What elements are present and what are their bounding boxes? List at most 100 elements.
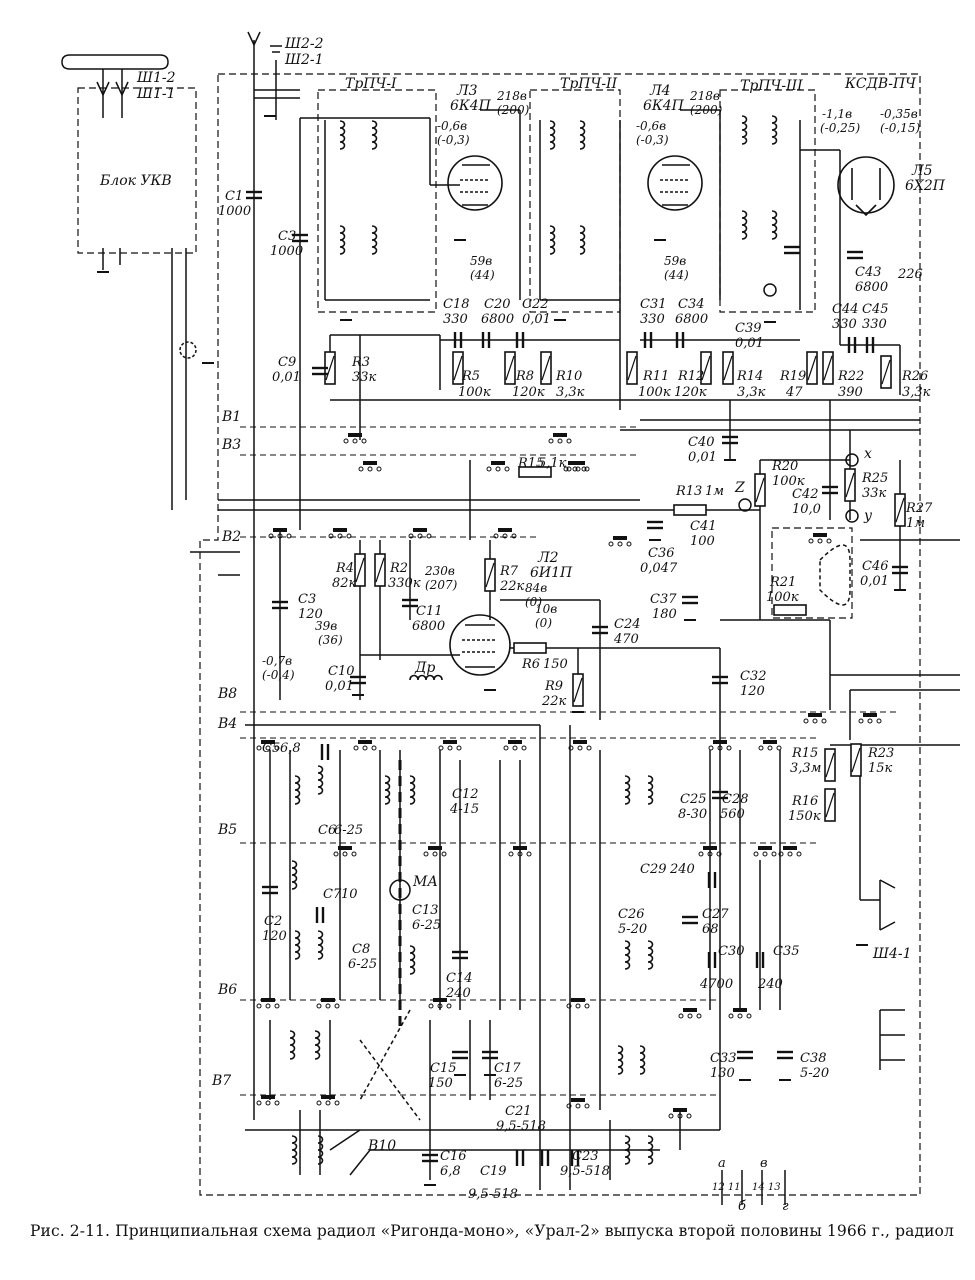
r2-ref: R2 <box>389 561 408 576</box>
switch-v10-label: В10 <box>367 1138 396 1154</box>
c45-ref: C45 <box>862 302 889 317</box>
c2-ref: C2 <box>264 914 282 929</box>
c25-ref: C25 <box>680 792 707 807</box>
meter-label: МА <box>412 874 438 890</box>
r7-value: 22к <box>499 579 525 594</box>
tube-l4 <box>647 155 703 211</box>
c32-value: 120 <box>740 684 765 699</box>
text-labels: Блок УКВ КСДВ-ПЧ ТрПЧ-I ТрПЧ-II ТрПЧ-III… <box>99 36 946 1214</box>
r19-ref: R19 <box>779 369 806 384</box>
tube-l5-grid-alt: (-0,25) <box>820 121 860 135</box>
r11-ref: R11 <box>642 369 669 384</box>
r15a-ref: R15 <box>517 456 544 471</box>
tube-l3-cathode-alt: (44) <box>470 268 495 282</box>
r26-value: 3,3к <box>902 385 931 400</box>
c44-ref: C44 <box>832 302 859 317</box>
tube-l5-ref: Л5 <box>911 163 933 179</box>
tube-l4-anode: 218в <box>689 89 720 103</box>
tube-l4-anode-alt: (200) <box>690 103 723 117</box>
block-ukv-label: Блок УКВ <box>99 173 172 189</box>
c20-value: 6800 <box>481 312 514 327</box>
block-trpch3-label: ТрПЧ-III <box>740 78 803 94</box>
c37-ref: C37 <box>650 592 677 607</box>
r14-ref: R14 <box>736 369 763 384</box>
r9-ref: R9 <box>544 679 563 694</box>
c42-ref: C42 <box>792 487 819 502</box>
r9-value: 22к <box>541 694 567 709</box>
c28-ref: C28 <box>722 792 749 807</box>
tube-l4-type: 6К4П <box>643 98 685 114</box>
r7-ref: R7 <box>499 564 519 579</box>
r6-ref: R6 <box>521 657 540 672</box>
r20-value: 100к <box>772 474 805 489</box>
c23-value: 9,5-518 <box>560 1164 610 1179</box>
schematic-diagram: Блок УКВ КСДВ-ПЧ ТрПЧ-I ТрПЧ-II ТрПЧ-III… <box>61 31 960 1214</box>
c24-value: 470 <box>613 632 639 647</box>
c33-ref: C33 <box>710 1051 737 1066</box>
tube-l2-type: 6И1П <box>530 565 573 581</box>
node-z-label: Z <box>734 480 745 496</box>
c25-value: 8-30 <box>678 807 707 822</box>
r15b-value: 3,3м <box>790 761 821 776</box>
c34-ref: C34 <box>678 297 705 312</box>
c35-value: 240 <box>757 977 783 992</box>
c38-ref: C38 <box>800 1051 827 1066</box>
c27-ref: C27 <box>702 907 729 922</box>
c22-value: 0,01 <box>522 312 551 327</box>
r12-ref: R12 <box>677 369 704 384</box>
legend-v-pins: 14 13 <box>752 1182 781 1193</box>
legend-v-letter: в <box>760 1156 768 1171</box>
c39-value: 0,01 <box>735 336 764 351</box>
r23-value: 15к <box>868 761 893 776</box>
c16-value: 6,8 <box>440 1164 461 1179</box>
tube-l3-ref: Л3 <box>456 83 478 99</box>
connector-sh4-1: Ш4-1 <box>872 946 912 962</box>
switch-dash-lines <box>240 426 900 1096</box>
antenna-symbols <box>96 31 896 1176</box>
connector-sh2-1: Ш2-1 <box>284 52 324 68</box>
c46-value: 0,01 <box>860 574 889 589</box>
c1-value: 1000 <box>218 204 251 219</box>
c7-value: 10 <box>341 887 358 902</box>
coils <box>289 115 778 1165</box>
c24-ref: C24 <box>614 617 641 632</box>
connector-sh2-2: Ш2-2 <box>284 36 324 52</box>
r13-value: 1м <box>705 484 724 499</box>
c8-value: 6-25 <box>348 957 377 972</box>
tube-l4-grid: -0,6в <box>636 119 666 133</box>
switch-v3-label: В3 <box>221 437 241 453</box>
c42-value: 10,0 <box>792 502 821 517</box>
c20-ref: C20 <box>484 297 511 312</box>
c13-value: 6-25 <box>412 918 441 933</box>
r2-value: 330к <box>388 576 421 591</box>
c11-value: 6800 <box>412 619 445 634</box>
c43-ref: C43 <box>855 265 882 280</box>
switch-v8-label: В8 <box>217 686 237 702</box>
c21-ref: C21 <box>505 1104 532 1119</box>
c36-ref: C36 <box>648 546 675 561</box>
c32-ref: C32 <box>740 669 767 684</box>
tube-l2-screen-alt: (0) <box>525 595 542 609</box>
c35-ref: C35 <box>773 944 800 959</box>
tube-l2-bias: -0,7в <box>262 654 292 668</box>
switch-v2-label: В2 <box>221 529 241 545</box>
c40-value: 0,01 <box>688 450 717 465</box>
r15a-value: 5,1к <box>538 456 567 471</box>
r19-value: 47 <box>785 385 803 400</box>
r20-ref: R20 <box>771 459 798 474</box>
c17-ref: C17 <box>494 1061 521 1076</box>
c1-ref: C1 <box>225 189 243 204</box>
c10-value: 0,01 <box>325 679 354 694</box>
legend-g-letter: г <box>782 1199 789 1214</box>
c29-value: 240 <box>669 862 695 877</box>
c22-ref: C22 <box>522 297 549 312</box>
r4-ref: R4 <box>335 561 354 576</box>
c13-ref: C13 <box>412 903 439 918</box>
block-ksdv-label: КСДВ-ПЧ <box>844 76 917 92</box>
tube-l2-screen: 84в <box>525 581 547 595</box>
switch-contacts <box>256 432 882 1119</box>
c12-ref: C12 <box>452 787 479 802</box>
c40-ref: C40 <box>688 435 715 450</box>
tube-l3-anode: 218в <box>496 89 527 103</box>
c3-value: 1000 <box>270 244 303 259</box>
